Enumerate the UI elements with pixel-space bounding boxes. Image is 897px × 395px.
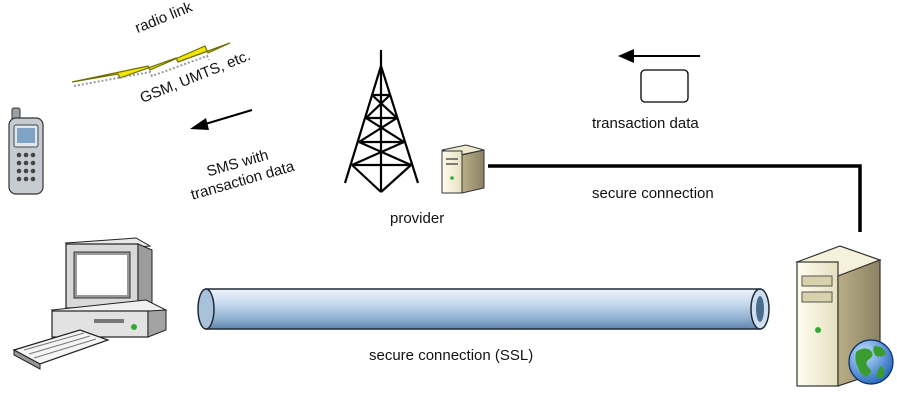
secure-connection-label: secure connection bbox=[592, 185, 714, 202]
provider-label: provider bbox=[390, 210, 445, 227]
secure-connection-line bbox=[488, 164, 862, 232]
radio-link-lightning bbox=[71, 42, 231, 87]
ssl-tube bbox=[197, 288, 770, 330]
desktop-computer-icon bbox=[12, 237, 168, 370]
provider-server-icon bbox=[441, 144, 485, 194]
mobile-phone-icon bbox=[8, 107, 44, 195]
secure-connection-ssl-label: secure connection (SSL) bbox=[369, 347, 534, 364]
transaction-data-label: transaction data bbox=[592, 115, 699, 132]
radio-tower-icon bbox=[343, 50, 420, 193]
sms-arrow bbox=[190, 109, 253, 130]
globe-icon bbox=[848, 339, 894, 385]
transaction-data-box-icon bbox=[640, 69, 689, 103]
transaction-arrow bbox=[618, 49, 700, 63]
